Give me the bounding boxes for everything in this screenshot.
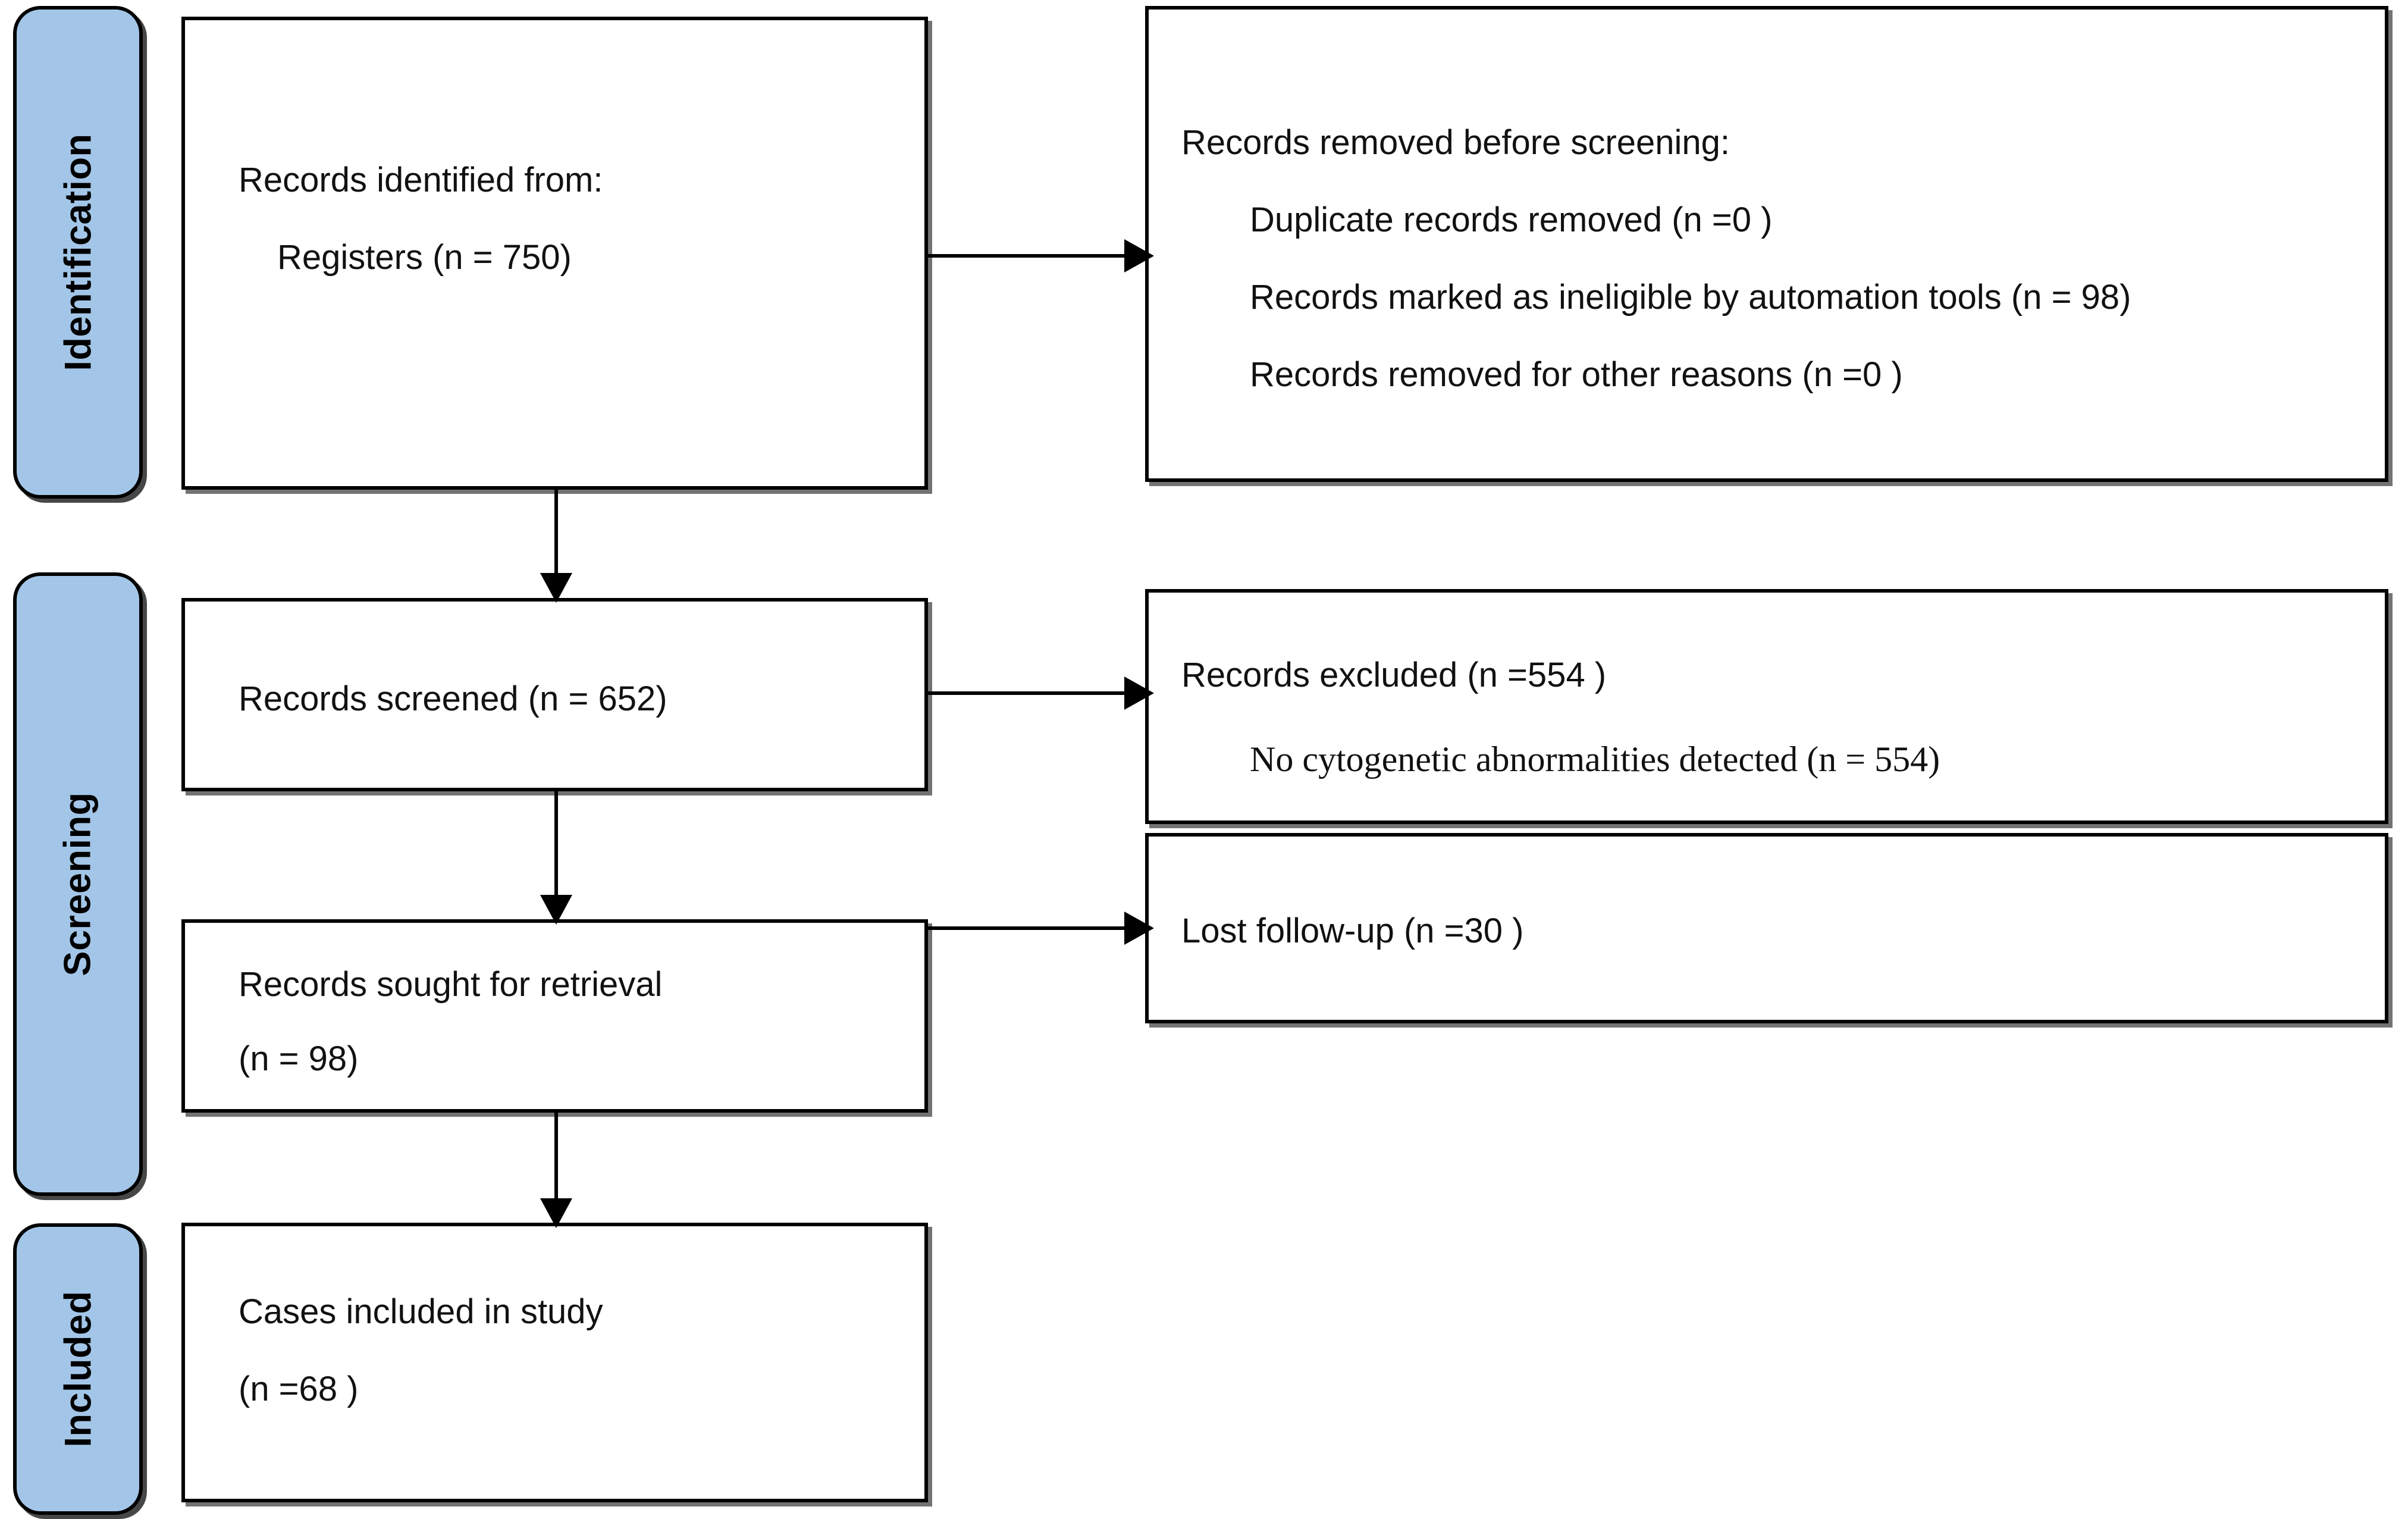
records-identified-line2: Registers (n = 750) — [277, 238, 572, 277]
stage-label-identification: Identification — [57, 133, 99, 371]
records-removed-heading-italic: before screening — [1463, 123, 1720, 162]
records-removed-heading-prefix: Records removed — [1181, 123, 1463, 162]
arrow-identified-to-removed — [928, 239, 1154, 273]
box-records-excluded: Records excluded (n =554 ) No cytogeneti… — [1145, 589, 2388, 824]
records-removed-item-automation: Records marked as ineligible by automati… — [1250, 278, 2131, 317]
records-sought-line2: (n = 98) — [239, 1039, 359, 1078]
cases-included-line1: Cases included in study — [239, 1292, 603, 1331]
records-identified-line1: Records identified from: — [239, 161, 603, 199]
stage-pill-identification: Identification — [13, 6, 143, 499]
box-records-sought-for-retrieval: Records sought for retrieval (n = 98) — [181, 919, 928, 1113]
stage-label-included: Included — [57, 1291, 99, 1448]
records-excluded-line2: No cytogenetic abnormalities detected (n… — [1250, 740, 1940, 779]
cases-included-line2: (n =68 ) — [239, 1370, 359, 1408]
records-removed-item-other: Records removed for other reasons (n =0 … — [1250, 355, 1903, 394]
box-records-removed-before-screening: Records removed before screening: Duplic… — [1145, 6, 2388, 482]
box-records-identified: Records identified from: Registers (n = … — [181, 17, 928, 490]
stage-pill-included: Included — [13, 1223, 143, 1515]
box-lost-follow-up: Lost follow-up (n =30 ) — [1145, 833, 2388, 1023]
records-screened-line1: Records screened (n = 652) — [239, 679, 667, 718]
records-sought-line1: Records sought for retrieval — [239, 965, 663, 1004]
stage-label-screening: Screening — [57, 792, 99, 976]
arrow-screened-to-excluded — [928, 676, 1154, 710]
records-removed-heading-suffix: : — [1720, 123, 1730, 162]
stage-pill-screening: Screening — [13, 572, 143, 1196]
arrow-sought-to-lost-follow-up — [928, 912, 1154, 945]
records-excluded-line1: Records excluded (n =554 ) — [1181, 656, 1607, 694]
arrow-screened-to-sought — [540, 789, 572, 925]
lost-follow-up-line1: Lost follow-up (n =30 ) — [1181, 912, 1524, 950]
arrow-identified-to-screened — [540, 487, 572, 603]
records-removed-item-duplicates: Duplicate records removed (n =0 ) — [1250, 201, 1773, 239]
arrow-sought-to-cases-included — [540, 1110, 572, 1228]
records-removed-heading: Records removed before screening: — [1181, 126, 1730, 160]
box-records-screened: Records screened (n = 652) — [181, 598, 928, 791]
box-cases-included: Cases included in study (n =68 ) — [181, 1223, 928, 1502]
